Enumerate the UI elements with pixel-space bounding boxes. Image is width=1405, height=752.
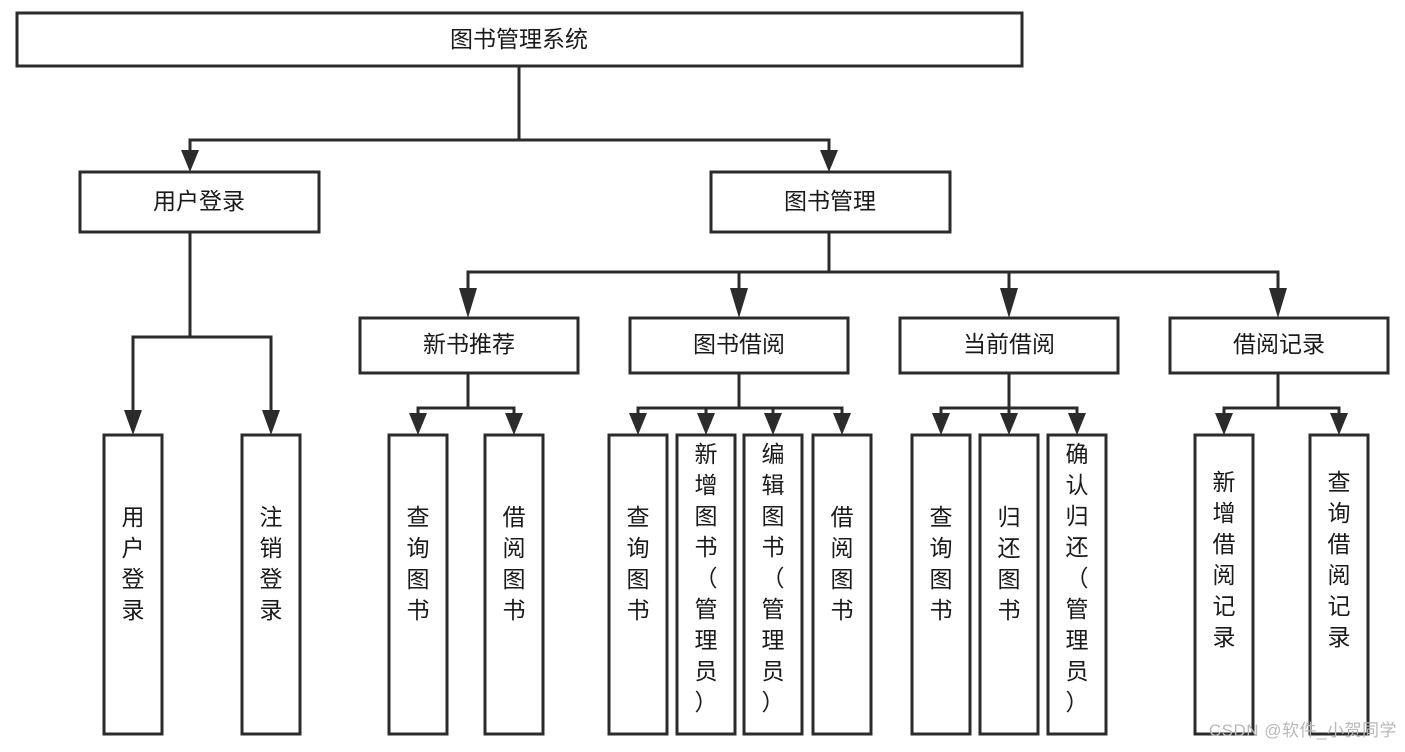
arrow-leaf-borrow-record-0 <box>1215 413 1233 435</box>
arrow-to-new-book-recommend <box>459 288 477 318</box>
node-borrow-record-label: 借阅记录 <box>1233 331 1325 357</box>
node-new-book-recommend-box[interactable] <box>358 316 580 375</box>
node-book-borrow-label: 图书借阅 <box>693 331 785 357</box>
leaf-user-login-0-box[interactable] <box>102 433 164 736</box>
leaf-node[interactable]: 注销登录 <box>240 433 302 736</box>
leaf-book-borrow-3-box[interactable] <box>811 433 873 736</box>
leaf-node[interactable]: 查询借阅记录 <box>1308 433 1370 736</box>
edge-current-borrow-bus <box>939 371 1079 420</box>
leaf-current-borrow-0-box[interactable] <box>910 433 972 736</box>
edge-root-bus <box>188 64 831 157</box>
node-current-borrow-box[interactable] <box>898 316 1120 375</box>
node-root-box[interactable] <box>15 11 1024 68</box>
arrow-leaf-current-borrow-2 <box>1068 413 1086 435</box>
arrow-to-book-manage <box>820 150 838 172</box>
leaf-book-borrow-1-box[interactable] <box>675 433 737 736</box>
node-user-login-label: 用户登录 <box>153 188 245 214</box>
leaf-user-login-1-label: 注销登录 <box>260 504 283 623</box>
leaf-book-borrow-0-label: 查询图书 <box>627 504 650 623</box>
leaf-borrow-record-0-box[interactable] <box>1193 433 1255 736</box>
leaf-book-borrow-2-label: 编辑图书（管理员） <box>762 441 785 715</box>
arrow-leaf-book-borrow-3 <box>833 413 851 435</box>
leaf-new-book-1-box[interactable] <box>483 433 545 736</box>
arrow-leaf-user-login-1 <box>262 410 280 435</box>
arrow-leaf-new-book-1 <box>505 413 523 435</box>
arrow-to-current-borrow <box>1000 288 1018 318</box>
leaf-book-borrow-3-label: 借阅图书 <box>831 504 854 623</box>
node-borrow-record-box[interactable] <box>1168 316 1390 375</box>
leaf-new-book-0-label: 查询图书 <box>407 504 430 623</box>
arrow-leaf-book-borrow-2 <box>764 413 782 435</box>
leaf-book-borrow-0-box[interactable] <box>607 433 669 736</box>
edge-book-manage-bus <box>466 230 1280 294</box>
node-user-login[interactable]: 用户登录 <box>78 170 321 234</box>
leaf-current-borrow-2-box[interactable] <box>1046 433 1108 736</box>
leaf-node[interactable]: 借阅图书 <box>483 433 545 736</box>
node-root-label: 图书管理系统 <box>450 26 588 52</box>
leaf-current-borrow-1-box[interactable] <box>978 433 1040 736</box>
node-new-book-recommend[interactable]: 新书推荐 <box>358 316 580 375</box>
node-root[interactable]: 图书管理系统 <box>15 11 1024 68</box>
node-book-manage[interactable]: 图书管理 <box>709 170 952 234</box>
node-book-manage-label: 图书管理 <box>784 188 876 214</box>
leaf-user-login-1-box[interactable] <box>240 433 302 736</box>
edge-layer <box>124 64 1348 435</box>
arrow-leaf-current-borrow-1 <box>1000 413 1018 435</box>
arrow-to-borrow-record <box>1269 288 1287 318</box>
node-current-borrow[interactable]: 当前借阅 <box>898 316 1120 375</box>
leaf-node[interactable]: 借阅图书 <box>811 433 873 736</box>
leaf-node[interactable]: 用户登录 <box>102 433 164 736</box>
node-borrow-record[interactable]: 借阅记录 <box>1168 316 1390 375</box>
arrow-leaf-user-login-0 <box>124 410 142 435</box>
arrow-to-user-login <box>181 150 199 172</box>
arrow-to-book-borrow <box>730 288 748 318</box>
leaf-current-borrow-1-label: 归还图书 <box>998 504 1021 623</box>
node-user-login-box[interactable] <box>78 170 321 234</box>
arrow-leaf-current-borrow-0 <box>932 413 950 435</box>
edge-user-login-bus <box>131 230 273 417</box>
arrow-leaf-book-borrow-1 <box>697 413 715 435</box>
node-book-borrow-box[interactable] <box>628 316 850 375</box>
edge-new-book-recommend-bus <box>416 371 516 420</box>
leaf-node[interactable]: 查询图书 <box>387 433 449 736</box>
leaf-node[interactable]: 确认归还（管理员） <box>1046 433 1108 736</box>
node-book-borrow[interactable]: 图书借阅 <box>628 316 850 375</box>
leaf-node[interactable]: 归还图书 <box>978 433 1040 736</box>
leaf-node[interactable]: 编辑图书（管理员） <box>742 433 804 736</box>
node-current-borrow-label: 当前借阅 <box>963 331 1055 357</box>
leaf-borrow-record-1-box[interactable] <box>1308 433 1370 736</box>
arrow-leaf-new-book-0 <box>409 413 427 435</box>
leaf-node[interactable]: 新增图书（管理员） <box>675 433 737 736</box>
leaf-book-borrow-2-box[interactable] <box>742 433 804 736</box>
edge-book-borrow-bus <box>636 371 844 420</box>
leaf-user-login-0-label: 用户登录 <box>122 504 145 623</box>
node-new-book-recommend-label: 新书推荐 <box>423 331 515 357</box>
node-book-manage-box[interactable] <box>709 170 952 234</box>
leaf-node[interactable]: 新增借阅记录 <box>1193 433 1255 736</box>
edge-borrow-record-bus <box>1222 371 1341 420</box>
leaf-current-borrow-2-label: 确认归还（管理员） <box>1066 441 1089 715</box>
leaf-book-borrow-1-label: 新增图书（管理员） <box>695 441 718 715</box>
leaf-node[interactable]: 查询图书 <box>607 433 669 736</box>
leaf-borrow-record-0-label: 新增借阅记录 <box>1213 469 1236 650</box>
arrow-leaf-borrow-record-1 <box>1330 413 1348 435</box>
leaf-new-book-1-label: 借阅图书 <box>503 504 526 623</box>
leaf-new-book-0-box[interactable] <box>387 433 449 736</box>
leaf-node[interactable]: 查询图书 <box>910 433 972 736</box>
leaf-current-borrow-0-label: 查询图书 <box>930 504 953 623</box>
leaf-borrow-record-1-label: 查询借阅记录 <box>1328 469 1351 650</box>
arrow-leaf-book-borrow-0 <box>629 413 647 435</box>
